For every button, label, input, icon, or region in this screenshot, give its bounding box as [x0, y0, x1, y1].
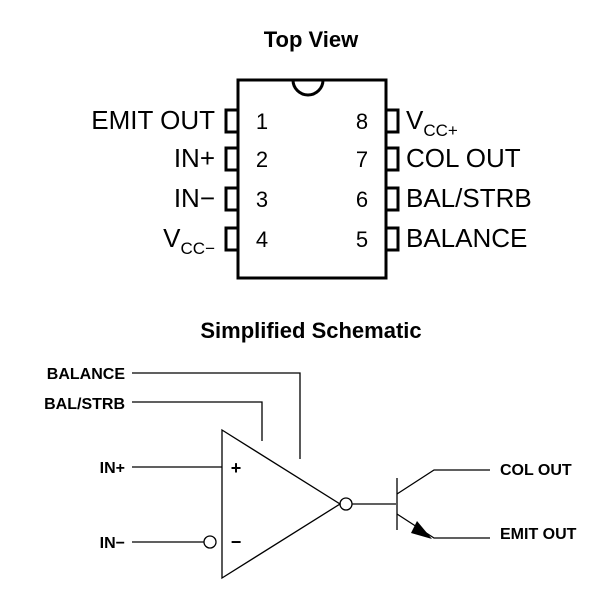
- pin-tab-3: [224, 186, 240, 212]
- output-bubble: [339, 497, 353, 511]
- pin5-number: 5: [356, 227, 368, 252]
- plus-sign: +: [231, 458, 242, 478]
- pin8-name: VCC+: [406, 105, 458, 140]
- pin-tab-1: [224, 108, 240, 134]
- wire-bal-strb: [132, 401, 263, 441]
- pin-tab-7: [384, 146, 400, 172]
- label-col-out: COL OUT: [500, 462, 572, 479]
- pin1-name: EMIT OUT: [91, 105, 215, 135]
- package-body: [236, 78, 388, 280]
- ic-package: [224, 78, 400, 280]
- transistor-emitter: [396, 513, 490, 539]
- pin5-name: BALANCE: [406, 223, 527, 253]
- pin-tab-4: [224, 226, 240, 252]
- pin-tab-6: [384, 186, 400, 212]
- pin-tab-5: [384, 226, 400, 252]
- pin7-number: 7: [356, 147, 368, 172]
- pin3-name: IN−: [174, 183, 215, 213]
- pin6-name: BAL/STRB: [406, 183, 532, 213]
- pin1-notch: [291, 79, 325, 97]
- pin7-name: COL OUT: [406, 143, 521, 173]
- label-balance: BALANCE: [47, 366, 126, 383]
- label-bal-strb: BAL/STRB: [44, 396, 125, 413]
- pin3-number: 3: [256, 187, 268, 212]
- output-transistor: [396, 469, 490, 539]
- label-in-minus: IN−: [100, 535, 125, 552]
- pin8-number: 8: [356, 109, 368, 134]
- pin-tab-2: [224, 146, 240, 172]
- comparator-triangle: [221, 428, 342, 580]
- pin6-number: 6: [356, 187, 368, 212]
- wire-balance: [132, 372, 301, 459]
- pin1-number: 1: [256, 109, 268, 134]
- schematic-title: Simplified Schematic: [200, 318, 421, 343]
- label-emit-out: EMIT OUT: [500, 526, 577, 543]
- pin2-name: IN+: [174, 143, 215, 173]
- pin4-name: VCC−: [163, 223, 215, 258]
- emitter-arrow-icon: [411, 521, 432, 539]
- inverting-input-bubble: [203, 535, 217, 549]
- top-view-title: Top View: [264, 27, 359, 52]
- pin-tab-8: [384, 108, 400, 134]
- minus-sign: −: [231, 532, 242, 552]
- pin4-number: 4: [256, 227, 268, 252]
- pin2-number: 2: [256, 147, 268, 172]
- label-in-plus: IN+: [100, 460, 125, 477]
- transistor-collector: [396, 469, 490, 495]
